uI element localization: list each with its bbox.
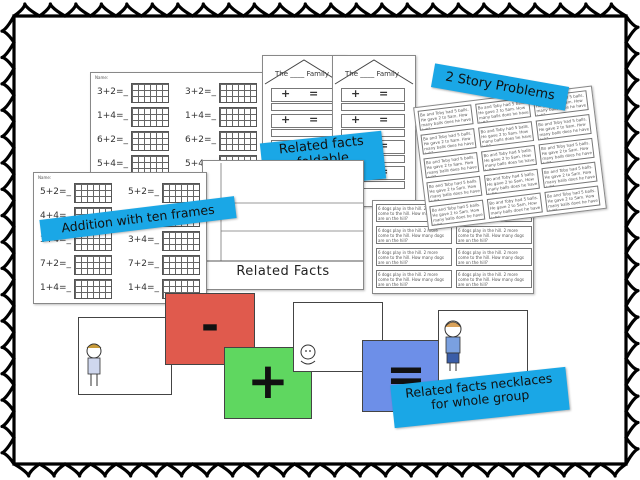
minus-sign: - xyxy=(200,300,220,351)
story-problem-cell: Bo and Toby had 5 balls. He gave 2 to Sa… xyxy=(541,161,598,189)
equation-text: 4+4=_ xyxy=(40,211,72,221)
fact-row xyxy=(341,88,405,102)
story-problem-cell: 6 dogs play in the hill. 2 more come to … xyxy=(456,226,532,244)
story-problem-cell: 6 dogs play in the hill. 2 more come to … xyxy=(456,248,532,266)
story-problem-cell: Bo and Toby had 5 balls. He gave 2 to Sa… xyxy=(486,192,543,219)
ten-frame xyxy=(131,83,169,103)
name-label-front: Name: xyxy=(38,175,52,180)
ten-frame xyxy=(74,255,112,275)
story-problem-cell: Bo and Toby had 5 balls. He gave 2 to Sa… xyxy=(480,144,538,172)
equation-text: 1+4=_ xyxy=(128,283,160,293)
boy-figure-icon xyxy=(444,320,462,371)
equation-text: 1+4=_ xyxy=(185,111,217,121)
story-problem-cell: Bo and Toby had 5 balls. He gave 2 to Sa… xyxy=(429,199,486,227)
equation-text: 7+2=_ xyxy=(40,259,72,269)
border-line xyxy=(12,14,628,466)
plus-symbol: + xyxy=(281,113,291,126)
story-problem-cell: 6 dogs play in the hill. 2 more come to … xyxy=(456,270,532,288)
equals-symbol: = xyxy=(309,87,319,100)
ten-frame xyxy=(219,83,257,103)
equals-symbol: = xyxy=(309,113,319,126)
equation-text: 3+2=_ xyxy=(185,87,217,97)
equation-text: 1+4=_ xyxy=(97,111,129,121)
story-problem-cell: 6 dogs play in the hill. 2 more come to … xyxy=(376,270,452,288)
related-facts-title: Related Facts xyxy=(236,264,330,279)
story-problem-cell: 6 dogs play in the hill. 2 more come to … xyxy=(376,226,452,244)
answer-line xyxy=(341,103,405,111)
story-problem-cell: Bo and Toby had 5 balls. He gave 2 to Sa… xyxy=(426,175,483,203)
plus-symbol: + xyxy=(351,87,361,100)
equation-text: 3+4=_ xyxy=(128,235,160,245)
ten-frame xyxy=(74,279,112,299)
fact-row xyxy=(341,114,405,128)
story-problem-cell: Bo and Toby had 5 balls. He gave 2 to Sa… xyxy=(420,128,477,155)
story-problem-cell: Bo and Toby had 5 balls. He gave 2 to Sa… xyxy=(544,185,601,212)
story-problem-cell: Bo and Toby had 5 balls. He gave 2 to Sa… xyxy=(535,114,592,141)
ten-frame xyxy=(162,255,200,275)
family-title-1: The ____ Family xyxy=(275,70,329,78)
equals-symbol: = xyxy=(379,139,389,152)
story-problem-cell: Bo and Toby had 5 balls. He gave 2 to Sa… xyxy=(538,137,595,165)
ten-frame xyxy=(131,107,169,127)
equation-text: 5+2=_ xyxy=(40,187,72,197)
baby-figure-icon xyxy=(300,344,316,365)
boy-child-card xyxy=(78,317,172,395)
name-label: Name: xyxy=(95,75,109,80)
equation-text: 6+2=_ xyxy=(97,135,129,145)
ten-frame xyxy=(131,131,169,151)
equation-text: 3+2=_ xyxy=(97,87,129,97)
ten-frame xyxy=(219,131,257,151)
story-problem-cell: Bo and Toby had 5 balls. He gave 2 to Sa… xyxy=(478,121,535,148)
house-roof-2 xyxy=(334,59,414,85)
equation-text: 5+2=_ xyxy=(128,187,160,197)
related-facts-page: Related Facts xyxy=(202,160,364,290)
equation-text: 5+4=_ xyxy=(185,159,217,169)
equals-symbol: = xyxy=(379,87,389,100)
plus-sign: + xyxy=(247,352,289,410)
equation-text: 5+4=_ xyxy=(97,159,129,169)
boy-card xyxy=(438,310,528,382)
ten-frame xyxy=(74,183,112,203)
story-problem-cell: Bo and Toby had 5 balls. He gave 2 to Sa… xyxy=(483,168,540,196)
equation-text: 6+2=_ xyxy=(185,135,217,145)
plus-symbol: + xyxy=(281,87,291,100)
equals-symbol: = xyxy=(379,113,389,126)
answer-line xyxy=(271,103,335,111)
equation-text: 1+4=_ xyxy=(40,283,72,293)
story-problem-cell: Bo and Toby had 5 balls. He gave 2 to Sa… xyxy=(423,151,480,179)
equation-text: 7+2=_ xyxy=(128,259,160,269)
house-roof-1 xyxy=(264,59,344,85)
story-problems-page: Bo and Toby had 5 balls. He gave 2 to Sa… xyxy=(413,85,607,231)
story-problem-cell: 6 dogs play in the hill. 2 more come to … xyxy=(376,248,452,266)
family-title-2: The ____ Family xyxy=(345,70,399,78)
story-problem-cell: Bo and Toby had 5 balls. He gave 2 to Sa… xyxy=(417,104,474,131)
girl-figure-icon xyxy=(86,343,102,386)
baby-card xyxy=(293,302,383,372)
plus-symbol: + xyxy=(351,113,361,126)
ten-frame xyxy=(219,107,257,127)
ten-frame xyxy=(162,231,200,251)
